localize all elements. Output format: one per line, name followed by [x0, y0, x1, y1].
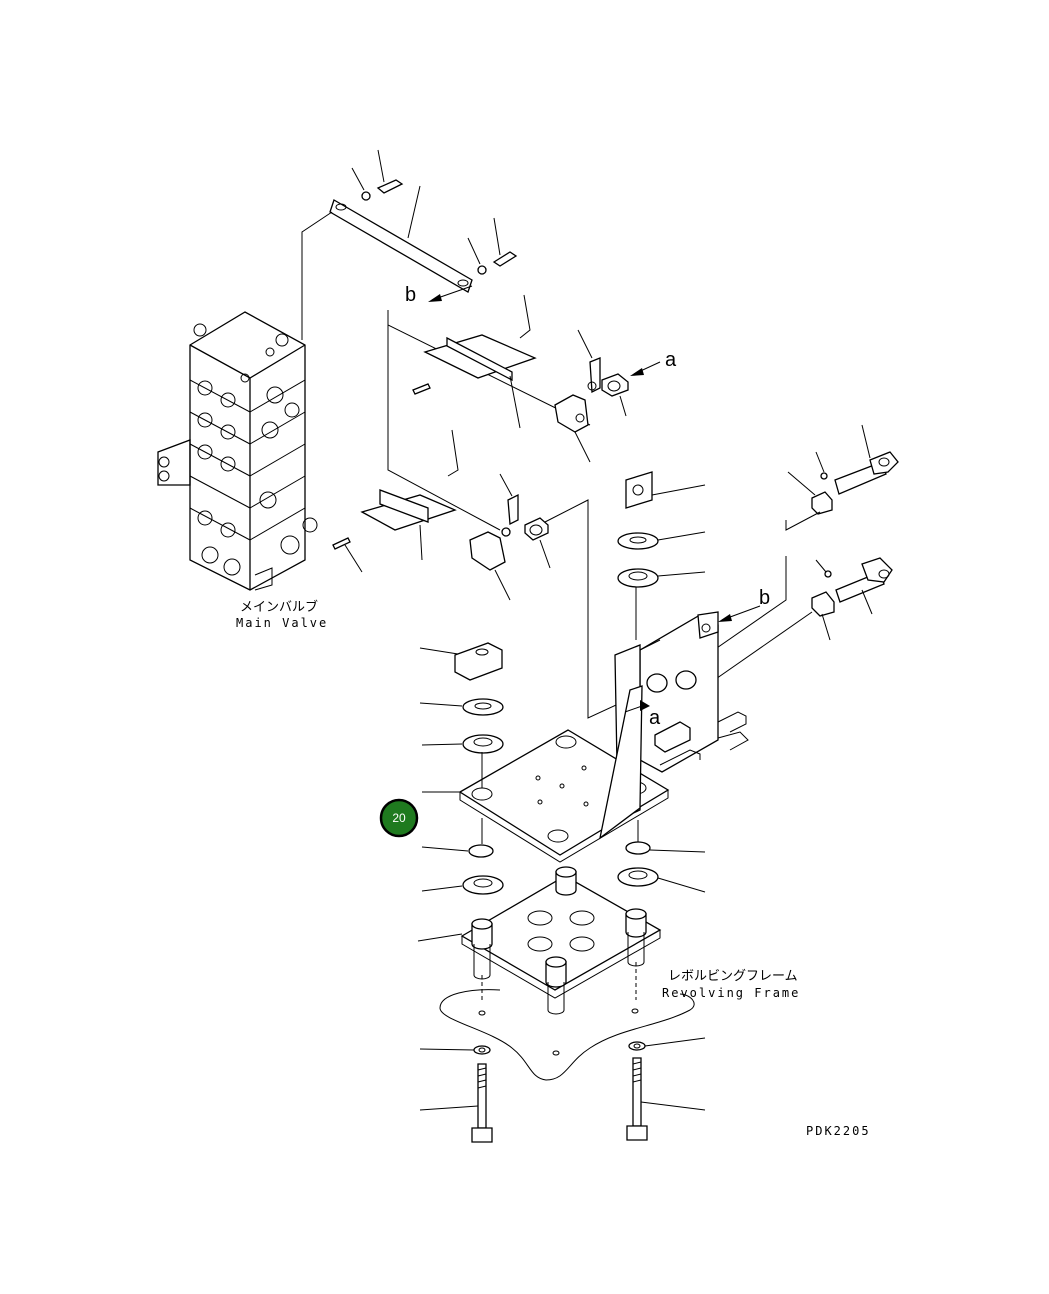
connector-assembly-upper	[387, 294, 629, 463]
link-rod	[301, 199, 473, 340]
callout-b-upper: b	[405, 284, 416, 306]
main-valve-label-jp: メインバルブ	[240, 599, 318, 615]
callout-a-upper: a	[665, 349, 677, 371]
mount-base	[417, 866, 662, 1015]
bolt-washer-upper	[351, 149, 518, 275]
main-valve-assembly	[157, 311, 318, 591]
right-mount-stack	[617, 471, 706, 893]
revolving-frame-outline	[439, 962, 695, 1081]
callout-b-lower: b	[759, 587, 770, 609]
revolving-frame-label-en: Revolving Frame	[662, 986, 800, 1000]
revolving-frame-label-jp: レボルビングフレーム	[668, 969, 798, 984]
left-mount-stack	[419, 642, 504, 895]
connector-assembly-lower	[332, 325, 641, 719]
bottom-bolts	[419, 1037, 706, 1143]
main-valve-label-en: Main Valve	[236, 616, 328, 630]
part-marker-circle[interactable]	[379, 798, 419, 838]
drawing-code: PDK2205	[806, 1124, 871, 1138]
direction-arrows	[428, 285, 761, 713]
part-number-marker[interactable]: 20	[379, 798, 419, 838]
shaft-assembly	[687, 424, 899, 691]
callout-a-lower: a	[649, 707, 661, 729]
support-plate	[458, 685, 670, 863]
part-marker-number[interactable]: 20	[392, 811, 406, 825]
